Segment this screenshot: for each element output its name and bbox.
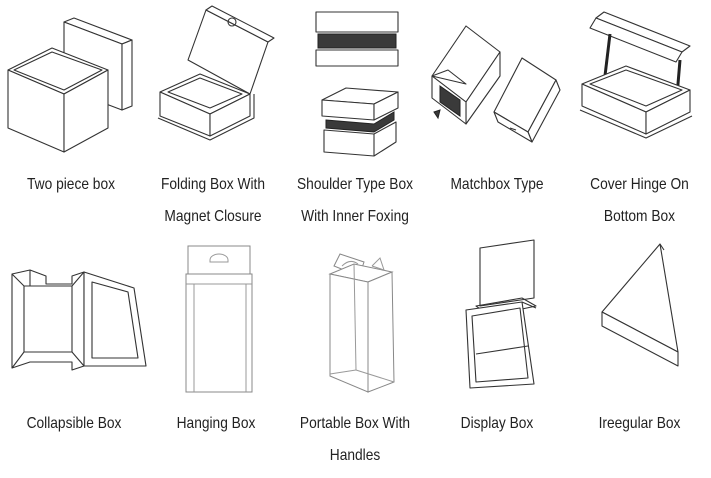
- cover-hinge-box-drawing: [568, 0, 711, 160]
- label-shoulder-box: Shoulder Type Box With Inner Foxing: [296, 176, 414, 225]
- two-piece-box-drawing: [0, 0, 142, 160]
- hanging-box-drawing: [150, 236, 284, 402]
- label-cover-hinge-box: Cover Hinge On Bottom Box: [590, 176, 689, 225]
- shoulder-box-drawing: [284, 0, 426, 160]
- label-collapsible-box: Collapsible Box: [26, 415, 122, 432]
- label-irregular-box: Ireegular Box: [598, 415, 681, 432]
- folding-magnet-box-drawing: [142, 0, 284, 160]
- display-box-drawing: [430, 236, 568, 402]
- label-portable-box: Portable Box With Handles: [299, 415, 411, 464]
- irregular-box-drawing: [568, 236, 711, 402]
- portable-box-drawing: [284, 236, 426, 402]
- label-matchbox: Matchbox Type: [450, 176, 544, 193]
- matchbox-drawing: [426, 0, 568, 160]
- label-display-box: Display Box: [460, 415, 534, 432]
- label-folding-box: Folding Box With Magnet Closure: [160, 176, 266, 225]
- collapsible-box-drawing: [0, 258, 152, 398]
- label-two-piece-box: Two piece box: [27, 176, 115, 193]
- label-hanging-box: Hanging Box: [176, 415, 256, 432]
